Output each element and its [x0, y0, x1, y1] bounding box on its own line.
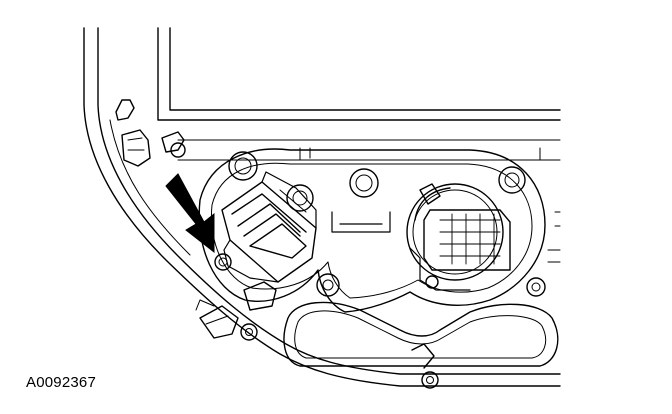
mounting-screw — [214, 253, 232, 271]
lower-screw-1 — [240, 323, 258, 341]
panel-outer-edge — [83, 27, 561, 387]
callout-arrow — [165, 173, 215, 254]
center-bezel — [198, 148, 546, 313]
bracket-slot — [331, 211, 391, 233]
upper-opening-inner — [169, 27, 561, 111]
boss-4 — [498, 166, 526, 194]
boss-6 — [526, 277, 546, 297]
figure-id-label: A0092367 — [26, 374, 97, 391]
lower-clip-bracket — [243, 281, 277, 311]
lower-clip-left — [199, 305, 239, 339]
center-bezel-inner — [210, 162, 533, 299]
boss-5 — [316, 273, 340, 297]
boss-1 — [228, 151, 258, 181]
clip-top — [115, 99, 135, 121]
panel-inner-edge — [97, 27, 561, 375]
upper-opening-frame — [157, 27, 561, 121]
lower-vent-inner — [294, 310, 547, 359]
right-rotary-assembly — [406, 183, 511, 291]
panel-trim-line — [109, 119, 191, 256]
lower-vent — [283, 301, 559, 367]
lower-screw-2 — [421, 371, 439, 389]
upper-frame-band — [177, 139, 561, 161]
boss-2 — [286, 184, 314, 212]
boss-3 — [349, 168, 379, 198]
clip-lower — [121, 129, 151, 167]
left-connector — [221, 171, 317, 283]
